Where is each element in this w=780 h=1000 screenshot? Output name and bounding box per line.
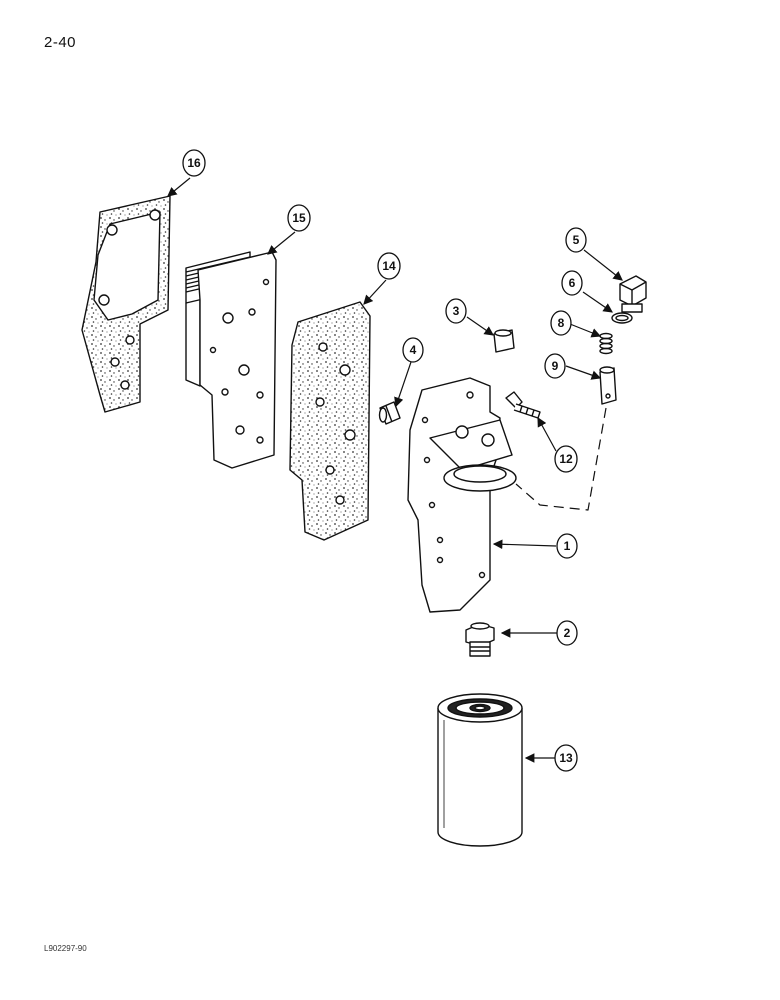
callout-14: 14 [382,259,396,273]
callout-16: 16 [187,156,201,170]
leader-3 [466,316,494,336]
callout-5: 5 [573,233,580,247]
filter-head-part [407,377,517,613]
callout-13: 13 [559,751,573,765]
callout-circle-8 [550,310,572,336]
leader-12 [537,416,557,452]
callout-circle-6 [561,270,583,296]
cover-gasket-part [81,195,171,413]
valve-plunger-part [599,366,617,405]
relief-valve-plug-part [619,275,647,313]
callout-6: 6 [569,276,576,290]
callout-4: 4 [410,343,417,357]
callout-12: 12 [559,452,573,466]
callout-circle-13 [554,744,578,772]
callout-circle-16 [182,149,206,177]
leader-8 [569,323,602,338]
callout-9: 9 [552,359,559,373]
gasket-part [289,301,371,541]
callout-15: 15 [292,211,306,225]
page-number: 2-40 [44,34,77,51]
oil-filter-part [437,693,523,847]
oil-cooler-core-part [185,251,277,469]
callout-circle-1 [556,533,578,559]
sealing-washer-part [611,312,633,324]
callout-circle-12 [554,445,578,473]
leader-5 [583,249,623,281]
fitting-part [378,401,401,425]
callout-circle-2 [556,620,578,646]
figure-code: L902297-90 [44,944,87,953]
capscrew-part [505,391,541,419]
leader-14 [363,279,387,305]
callout-3: 3 [453,304,460,318]
leader-15 [267,231,296,255]
spring-part [599,332,613,355]
callout-2: 2 [564,626,571,640]
callout-circle-14 [377,252,401,280]
callout-8: 8 [558,316,565,330]
callout-1: 1 [564,539,571,553]
callout-circle-4 [402,337,424,363]
callout-circle-3 [445,298,467,324]
filter-nipple-part [465,622,495,657]
callout-circle-5 [565,227,587,253]
leader-16 [167,177,191,197]
leader-9 [565,365,602,380]
leader-1 [492,539,557,550]
leader-4 [394,361,412,408]
callout-circle-9 [544,353,566,379]
plug-part [493,329,515,353]
leader-6 [582,291,613,313]
callout-circle-15 [287,204,311,232]
